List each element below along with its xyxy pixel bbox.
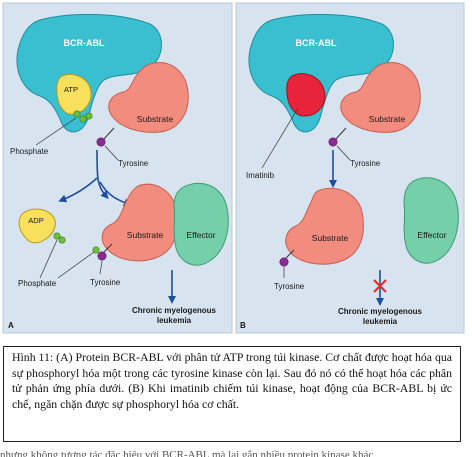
phosphate-chain [73,110,93,123]
panel-a: BCR-ABL ATP Substrate Tyrosine Phosphate… [2,2,233,334]
outcome-label-line1: Chronic myelogenous [132,306,217,315]
bcr-abl-protein-b [248,13,394,133]
phosphate-2-label: Phosphate [18,279,57,288]
tyrosine-residue-b-2 [279,257,289,267]
tyrosine-residue-2 [97,251,107,261]
bcr-abl-label-b: BCR-ABL [296,38,337,48]
substrate-label: Substrate [137,114,174,124]
effector-protein-b [403,177,459,264]
tyrosine-2-label-b: Tyrosine [274,282,305,291]
adp-phosphate [53,232,61,240]
tyrosine-residue-b [328,137,338,147]
figure: BCR-ABL ATP Substrate Tyrosine Phosphate… [2,2,465,334]
phosphate-label: Phosphate [10,147,49,156]
substrate-protein-b-2 [285,187,364,265]
reaction-arrow-adp [58,177,98,203]
panel-a-label: A [8,321,14,330]
outcome-label-b-line1: Chronic myelogenous [338,307,423,316]
substrate-2-label-b: Substrate [312,233,349,243]
block-x-icon [373,279,387,293]
substrate-protein [108,62,189,133]
tyrosine-label-b: Tyrosine [350,159,381,168]
effector-label: Effector [186,230,215,240]
outcome-label-b-line2: leukemia [363,317,398,326]
atp-label: ATP [64,85,78,94]
effector-protein [173,182,229,266]
substrate-label-b: Substrate [369,114,406,124]
panel-b-label: B [240,321,246,330]
reaction-arrow-down [96,149,109,199]
tyrosine-phosphate [92,246,100,254]
adp-molecule [18,208,56,244]
panel-b: BCR-ABL Imatinib Substrate Tyrosine Subs… [235,2,465,334]
bcr-abl-label: BCR-ABL [64,38,105,48]
tyrosine-2-label: Tyrosine [90,278,121,287]
outcome-label-line2: leukemia [157,316,192,325]
tyrosine-label: Tyrosine [118,159,149,168]
figure-caption: Hình 11: (A) Protein BCR-ABL với phân tử… [3,346,461,442]
substrate-2-label: Substrate [127,230,164,240]
imatinib-molecule [286,73,326,117]
adp-phosphate-2 [58,236,66,244]
tyrosine-residue [96,137,106,147]
cutoff-body-text: nhưng không tương tác đặc hiệu với BCR-A… [0,449,374,457]
substrate-protein-b [340,62,421,133]
effector-label-b: Effector [417,230,446,240]
imatinib-label: Imatinib [246,171,275,180]
adp-label: ADP [28,216,43,225]
